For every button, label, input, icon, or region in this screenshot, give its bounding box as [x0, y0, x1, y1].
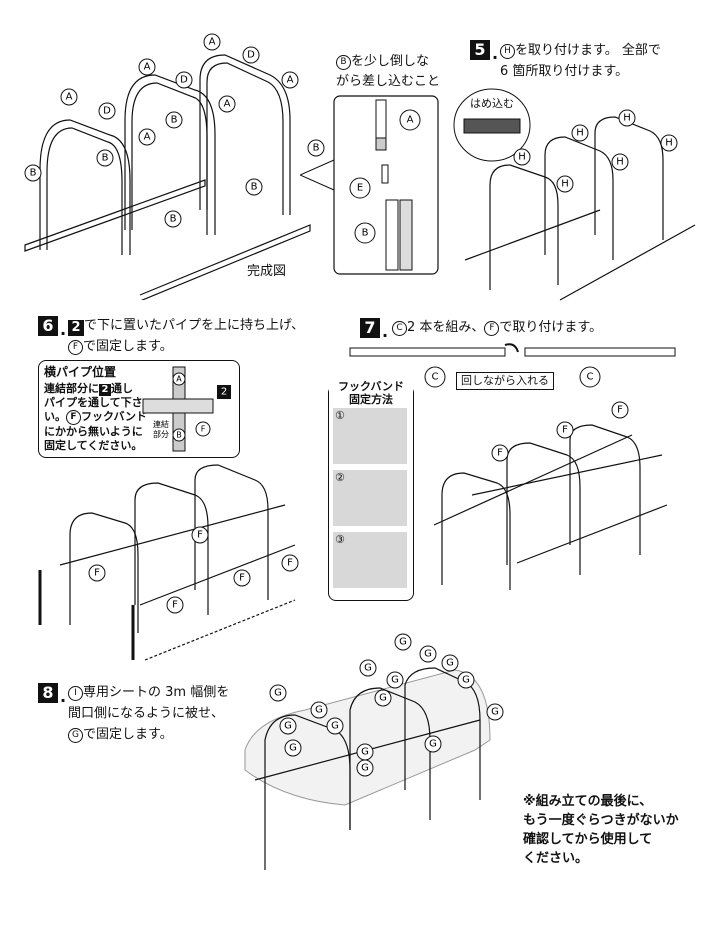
hook-step-2-num: ②	[335, 471, 345, 484]
svg-text:F: F	[287, 558, 293, 569]
svg-text:H: H	[561, 179, 569, 190]
svg-text:A: A	[144, 62, 151, 73]
hook-step-1-num: ①	[335, 409, 345, 422]
svg-text:2: 2	[221, 387, 227, 398]
svg-text:B: B	[30, 168, 37, 179]
svg-text:A: A	[224, 99, 231, 110]
hook-step-3-num: ③	[335, 533, 345, 546]
step-7-dot: .	[382, 322, 389, 341]
svg-text:部分: 部分	[153, 429, 169, 439]
step-7-pipes: C C	[349, 343, 676, 388]
svg-text:E: E	[357, 183, 363, 194]
step-6-number: 6	[38, 316, 58, 336]
step-5-number: 5	[470, 40, 490, 60]
svg-text:F: F	[201, 425, 206, 434]
letter-f-icon-2: F	[484, 321, 500, 336]
step-8-dot: .	[60, 687, 67, 706]
svg-text:A: A	[66, 92, 73, 103]
svg-text:G: G	[391, 675, 399, 686]
svg-text:B: B	[171, 115, 178, 126]
svg-text:C: C	[432, 372, 439, 383]
svg-text:B: B	[176, 431, 182, 440]
svg-text:G: G	[331, 721, 339, 732]
svg-text:H: H	[623, 113, 631, 124]
svg-text:C: C	[587, 372, 594, 383]
svg-text:A: A	[176, 375, 182, 384]
svg-text:F: F	[94, 568, 100, 579]
svg-text:H: H	[665, 138, 673, 149]
step-6-badge: 2	[68, 320, 84, 336]
svg-text:連結: 連結	[153, 419, 169, 429]
svg-text:H: H	[616, 157, 624, 168]
svg-text:B: B	[251, 182, 258, 193]
hook-step-2	[333, 470, 407, 526]
svg-text:D: D	[103, 106, 111, 117]
closing-note: ※組み立ての最後に、 もう一度ぐらつきがないか 確認してから使用して ください。	[523, 794, 679, 866]
svg-text:D: D	[180, 75, 188, 86]
svg-text:G: G	[284, 721, 292, 732]
hook-step-3	[333, 532, 407, 588]
step-5-diagram: H H H H H H	[453, 88, 696, 301]
svg-text:A: A	[407, 115, 414, 126]
svg-text:G: G	[274, 688, 282, 699]
svg-text:H: H	[576, 128, 584, 139]
step-6-diagram: F F F F F	[38, 464, 299, 661]
svg-text:A: A	[144, 132, 151, 143]
step-7-diagram: F F F	[433, 401, 668, 590]
letter-b-icon: B	[336, 55, 351, 70]
svg-text:G: G	[462, 675, 470, 686]
svg-text:F: F	[617, 405, 623, 416]
letter-h-icon: H	[500, 44, 515, 59]
letter-f-icon: F	[68, 340, 83, 355]
svg-text:F: F	[562, 425, 568, 436]
svg-text:D: D	[247, 50, 255, 61]
svg-text:F: F	[172, 600, 178, 611]
svg-text:G: G	[289, 743, 297, 754]
svg-text:G: G	[315, 705, 323, 716]
svg-text:A: A	[209, 37, 216, 48]
svg-text:G: G	[399, 637, 407, 648]
svg-text:B: B	[170, 214, 177, 225]
svg-text:G: G	[361, 747, 369, 758]
svg-text:B: B	[313, 143, 320, 154]
svg-text:H: H	[518, 152, 526, 163]
step-8-diagram: G G G G G G G G G G G G G G G G	[244, 633, 504, 870]
hook-band-title: フックバンド固定方法	[329, 380, 413, 406]
svg-text:A: A	[287, 75, 294, 86]
svg-text:G: G	[379, 693, 387, 704]
svg-text:F: F	[497, 448, 503, 459]
step-7-number: 7	[360, 318, 380, 338]
svg-text:G: G	[424, 649, 432, 660]
svg-text:F: F	[239, 573, 245, 584]
hook-step-1	[333, 408, 407, 464]
completed-label: 完成図	[247, 264, 287, 279]
svg-text:G: G	[491, 707, 499, 718]
svg-text:B: B	[102, 153, 109, 164]
svg-text:G: G	[361, 763, 369, 774]
step-8-number: 8	[38, 683, 58, 703]
step-5-dot: .	[492, 44, 499, 63]
letter-i-icon: I	[68, 686, 83, 701]
svg-text:G: G	[364, 663, 372, 674]
rotate-label: 回しながら入れる	[456, 372, 554, 390]
svg-text:B: B	[362, 228, 369, 239]
svg-text:G: G	[429, 739, 437, 750]
overview-frame-diagram: A D A D A A D A B A B B B B B	[24, 33, 325, 300]
step-5-callout: はめ込む	[470, 97, 514, 110]
letter-c-icon: C	[392, 321, 407, 336]
hook-band-box: フックバンド固定方法 ① ② ③	[328, 380, 414, 601]
detail-inset: A E B	[300, 95, 439, 275]
svg-text:F: F	[197, 530, 203, 541]
svg-text:G: G	[446, 658, 454, 669]
step-6-dot: .	[60, 320, 67, 339]
box-title: 横パイプ位置	[44, 365, 117, 379]
letter-g-icon: G	[68, 728, 83, 743]
